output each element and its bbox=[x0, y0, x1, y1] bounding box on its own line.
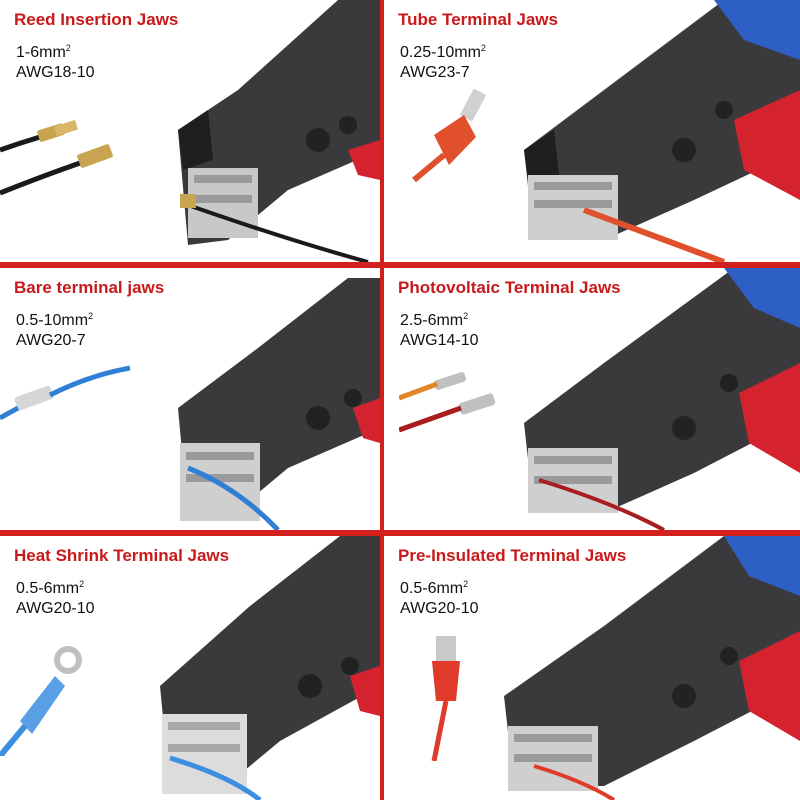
panel-spec: 0.5-6mm2 AWG20-10 bbox=[400, 574, 479, 619]
panel-title: Pre-Insulated Terminal Jaws bbox=[398, 546, 627, 565]
awg-range: AWG14-10 bbox=[400, 332, 479, 349]
panel-spec: 1-6mm2 AWG18-10 bbox=[16, 38, 95, 83]
pre-insulated-terminal-image bbox=[431, 636, 460, 761]
panel-spec: 0.5-6mm2 AWG20-10 bbox=[16, 574, 95, 619]
panel-heat-shrink-terminal-jaws: Heat Shrink Terminal Jaws 0.5-6mm2 AWG20… bbox=[0, 536, 380, 800]
heat-shrink-terminal-image bbox=[0, 646, 82, 756]
tube-terminal-image bbox=[412, 88, 487, 183]
reed-terminal-wires-image bbox=[0, 119, 113, 196]
crimping-tool-image bbox=[178, 0, 380, 262]
awg-range: AWG20-7 bbox=[16, 332, 86, 349]
panel-photovoltaic-terminal-jaws: Photovoltaic Terminal Jaws 2.5-6mm2 AWG1… bbox=[384, 268, 800, 530]
crimping-tool-image bbox=[178, 278, 380, 530]
panel-bare-terminal-jaws: Bare terminal jaws 0.5-10mm2 AWG20-7 bbox=[0, 268, 380, 530]
wire-range: 2.5-6mm2 bbox=[400, 311, 469, 329]
panel-pre-insulated-terminal-jaws: Pre-Insulated Terminal Jaws 0.5-6mm2 AWG… bbox=[384, 536, 800, 800]
crimping-tool-image bbox=[160, 536, 380, 800]
panel-title: Reed Insertion Jaws bbox=[14, 10, 179, 29]
photovoltaic-terminal-image bbox=[399, 372, 496, 433]
awg-range: AWG18-10 bbox=[16, 64, 95, 81]
panel-tube-terminal-jaws: Tube Terminal Jaws 0.25-10mm2 AWG23-7 bbox=[384, 0, 800, 262]
awg-range: AWG23-7 bbox=[400, 64, 470, 81]
wire-range: 0.5-10mm2 bbox=[16, 311, 94, 329]
panel-title: Bare terminal jaws bbox=[14, 278, 165, 297]
wire-range: 0.5-6mm2 bbox=[400, 579, 469, 597]
crimping-tool-image bbox=[524, 268, 800, 530]
wire-range: 0.5-6mm2 bbox=[16, 579, 85, 597]
awg-range: AWG20-10 bbox=[16, 600, 95, 617]
wire-range: 1-6mm2 bbox=[16, 43, 71, 61]
awg-range: AWG20-10 bbox=[400, 600, 479, 617]
panel-title: Tube Terminal Jaws bbox=[398, 10, 558, 29]
panel-spec: 2.5-6mm2 AWG14-10 bbox=[400, 306, 479, 351]
crimping-tool-image bbox=[524, 0, 800, 262]
panel-reed-insertion-jaws: Reed Insertion Jaws 1-6mm2 AWG18-10 bbox=[0, 0, 380, 262]
wire-range: 0.25-10mm2 bbox=[400, 43, 486, 61]
crimping-tool-image bbox=[504, 536, 800, 800]
panel-spec: 0.25-10mm2 AWG23-7 bbox=[400, 38, 486, 83]
bare-terminal-image bbox=[0, 365, 131, 421]
panel-spec: 0.5-10mm2 AWG20-7 bbox=[16, 306, 93, 351]
panel-title: Heat Shrink Terminal Jaws bbox=[14, 546, 230, 565]
panel-title: Photovoltaic Terminal Jaws bbox=[398, 278, 621, 297]
